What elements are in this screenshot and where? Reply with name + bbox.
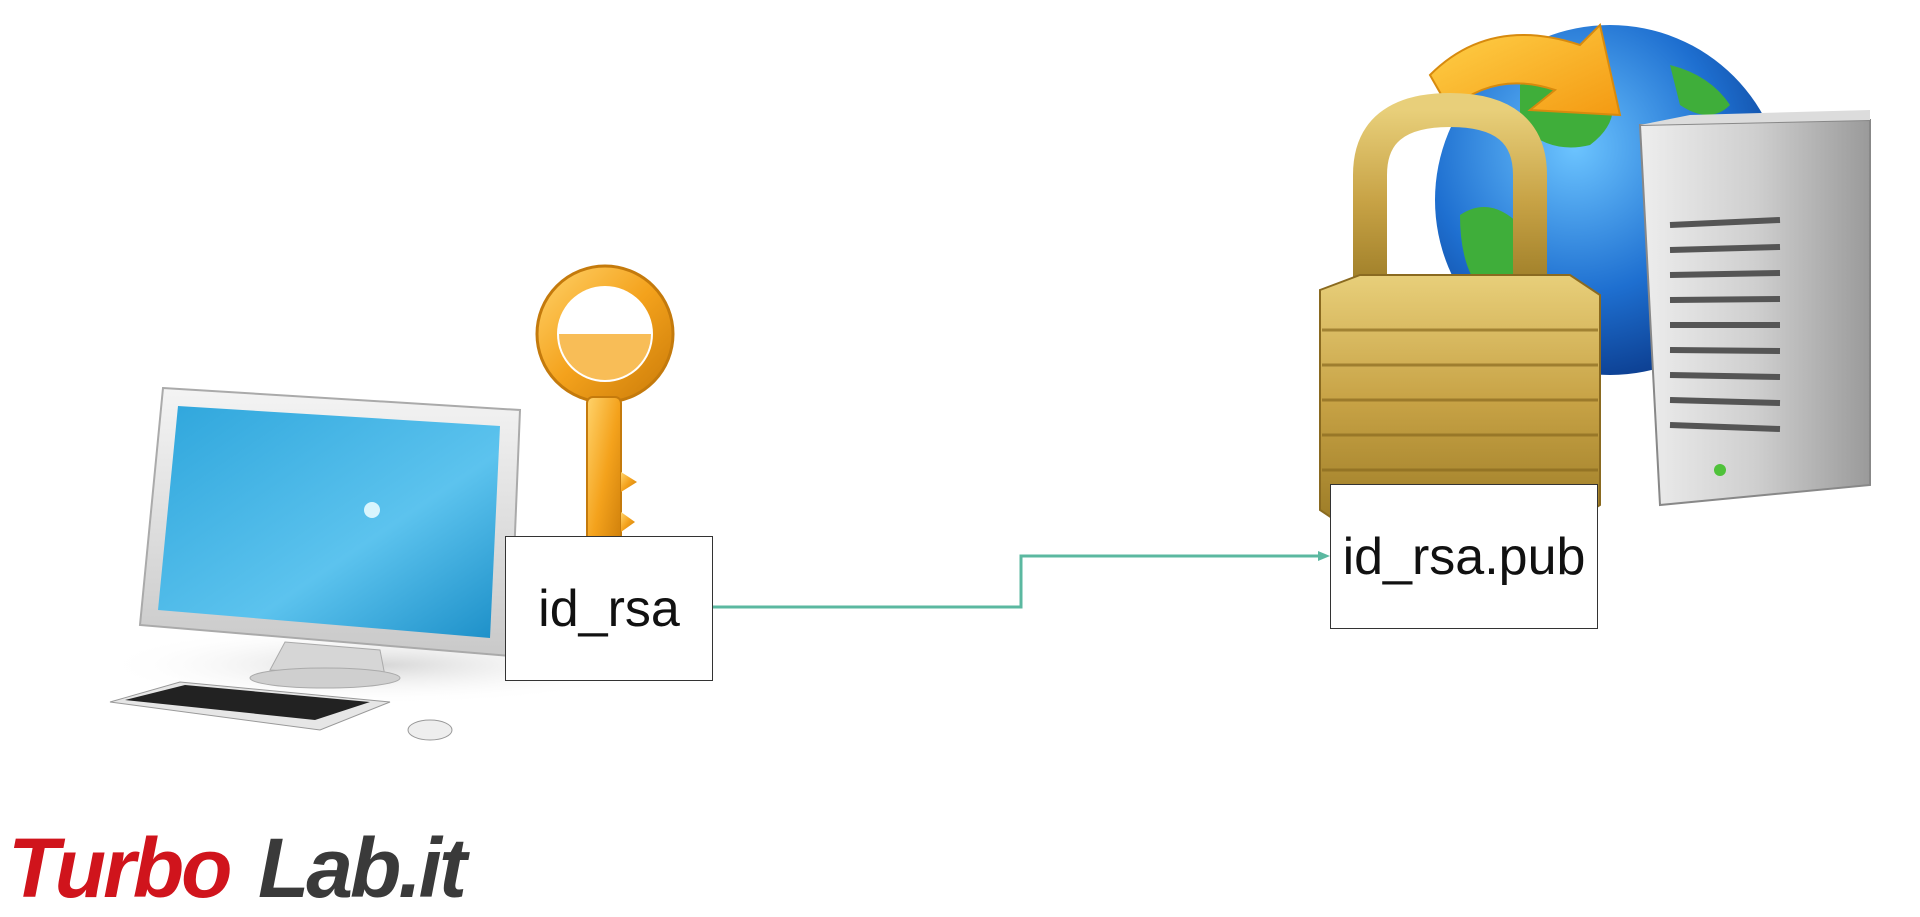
server-group: [1319, 23, 1871, 530]
padlock-icon: [1319, 92, 1601, 530]
public-key-label: id_rsa.pub: [1330, 484, 1598, 629]
refresh-arrow-icon: [1428, 23, 1622, 117]
key-icon: [535, 264, 675, 587]
logo-part-turbo: Turbo: [8, 821, 232, 915]
connector-arrow: [712, 551, 1330, 609]
private-key-text: id_rsa: [538, 579, 680, 638]
private-key-label: id_rsa: [505, 536, 713, 681]
public-key-text: id_rsa.pub: [1342, 527, 1586, 586]
server-icon: [1638, 110, 1871, 507]
logo-part-lab: Lab.it: [258, 821, 467, 915]
computer-icon: [100, 386, 640, 741]
turbolab-logo: Turbo Lab.it: [0, 820, 490, 915]
